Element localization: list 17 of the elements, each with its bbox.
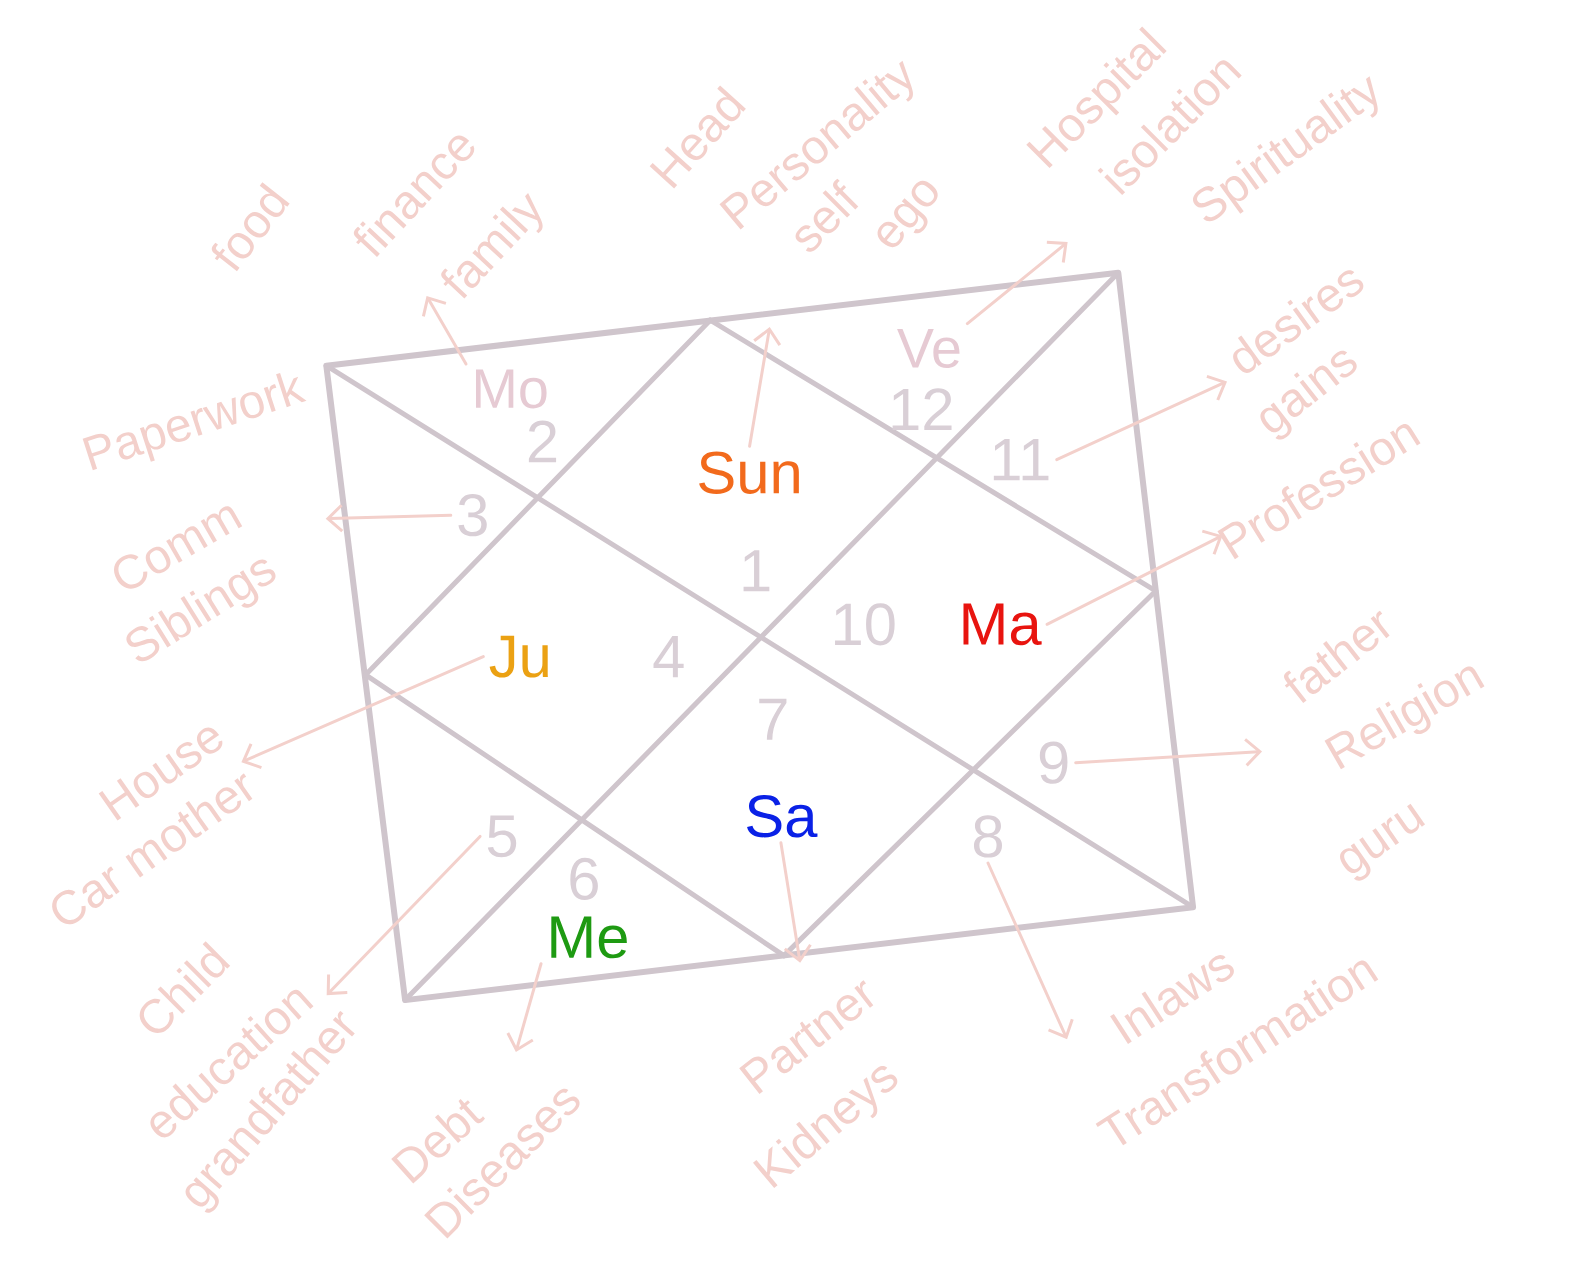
arrow	[506, 962, 543, 1053]
arrow	[986, 861, 1074, 1040]
arrow	[421, 295, 468, 366]
arrow	[1074, 738, 1263, 767]
arrow	[779, 841, 812, 963]
planet-label: Ma	[963, 603, 1042, 646]
arrow	[748, 326, 782, 448]
planet-label: Sun	[699, 451, 799, 494]
arrow	[965, 240, 1068, 326]
planet-label: Me	[551, 916, 627, 959]
planet-label: Ju	[489, 635, 548, 678]
arrow	[1055, 374, 1228, 462]
arrow	[325, 504, 453, 533]
arrow	[326, 834, 482, 996]
planet-label: Sa	[747, 795, 818, 838]
arrow	[241, 655, 485, 770]
arrow	[1045, 529, 1223, 626]
